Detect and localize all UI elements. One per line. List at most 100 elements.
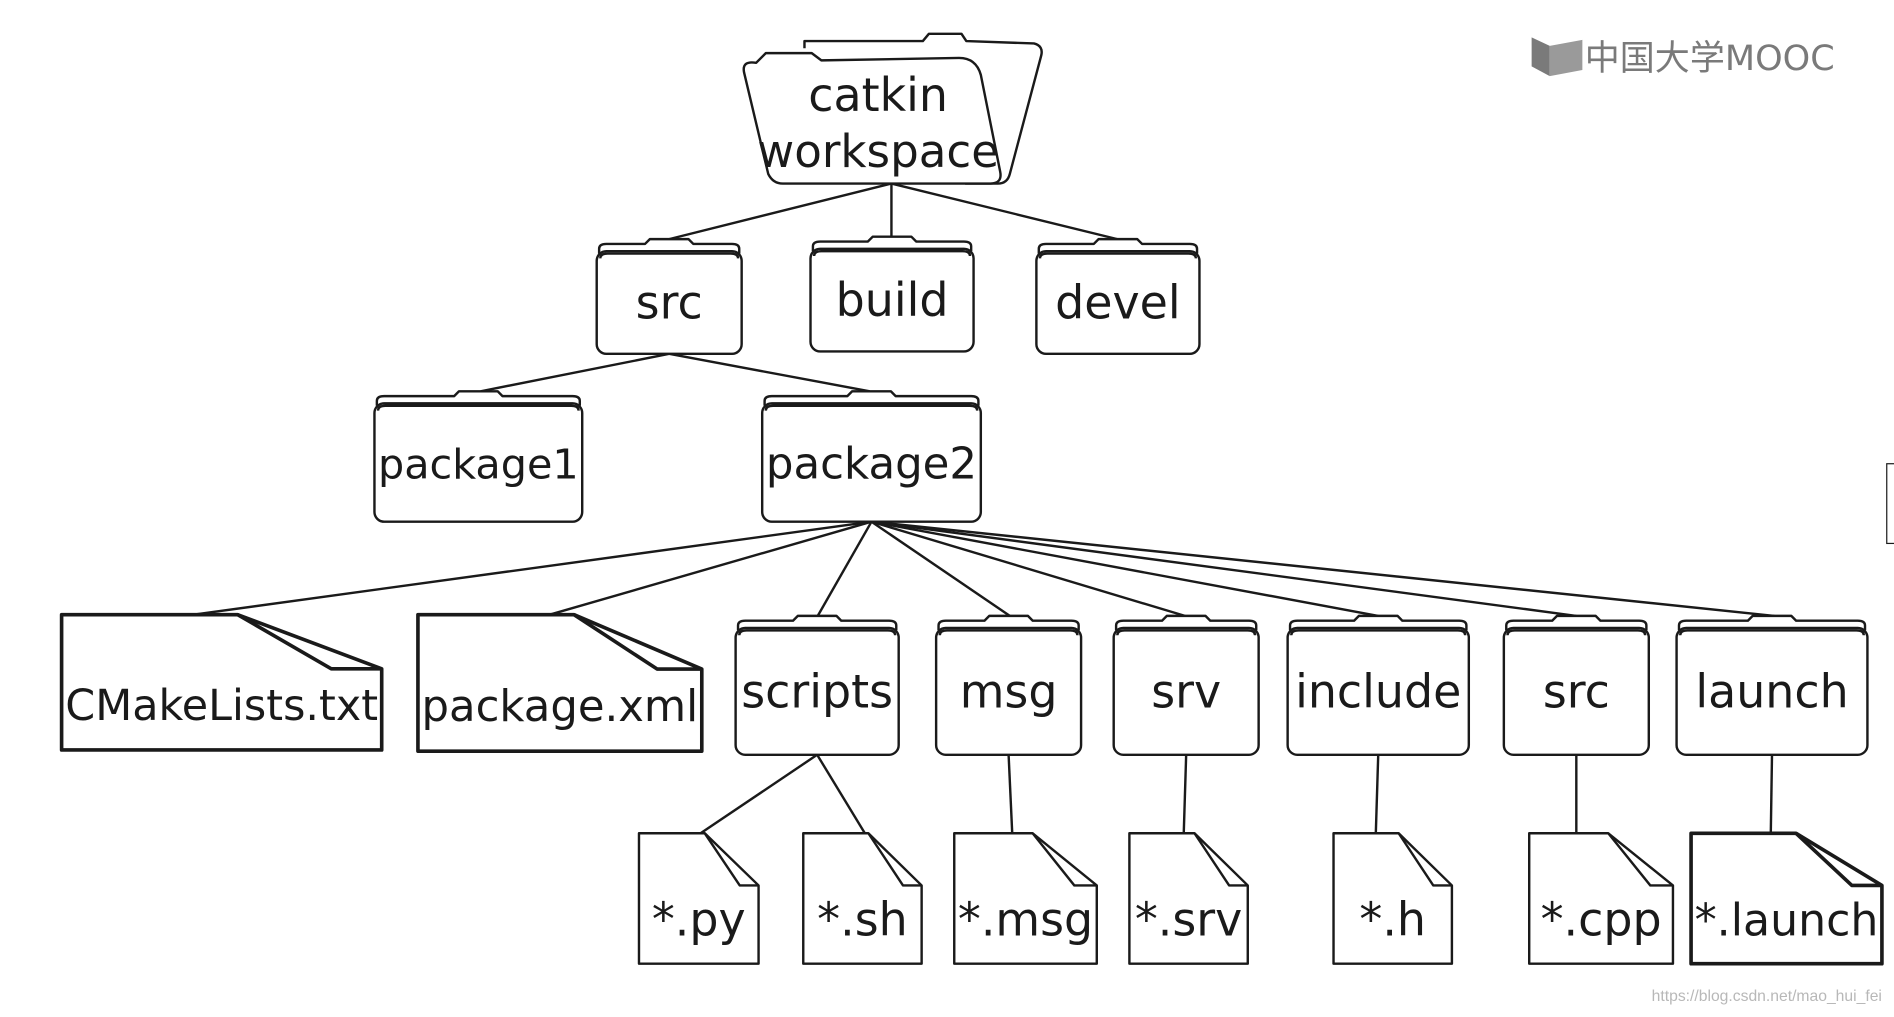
node-py: *.py: [637, 832, 760, 965]
sh-file-body: [802, 832, 923, 965]
scripts-folder-body: [734, 626, 900, 756]
srv-folder-lip: [1116, 629, 1257, 636]
py-label: *.py: [652, 892, 746, 946]
node-hfile: *.h: [1332, 832, 1454, 965]
include-folder-lip: [1290, 629, 1467, 636]
node-srv: srv: [1112, 614, 1260, 756]
build-label: build: [836, 273, 949, 327]
src2-folder-lip: [1506, 629, 1647, 636]
hfile-label: *.h: [1359, 892, 1426, 946]
launch-folder-body: [1675, 626, 1869, 756]
launch-folder-lip: [1678, 629, 1866, 636]
edge-package2-packagexml: [549, 520, 872, 616]
srv-label: srv: [1151, 664, 1221, 718]
scripts-folder-lip: [738, 629, 897, 636]
srvfile-file-body: [1128, 832, 1249, 965]
node-scripts: scripts: [734, 614, 900, 756]
edge-launch-launchfile: [1769, 754, 1774, 834]
packagexml-file-corner: [573, 613, 702, 671]
cmakelists-label: CMakeLists.txt: [65, 681, 378, 731]
node-launchfile: *.launch: [1689, 831, 1884, 966]
devel-label: devel: [1055, 276, 1180, 330]
package2-label: package2: [766, 440, 977, 490]
node-launch: launch: [1675, 614, 1869, 756]
msgfile-label: *.msg: [958, 892, 1093, 946]
packagexml-label: package.xml: [422, 682, 699, 732]
node-sh: *.sh: [802, 832, 923, 965]
cppfile-file-body: [1528, 832, 1675, 965]
node-package2: package2: [760, 390, 983, 523]
workspace-label-line2: workspace: [757, 125, 999, 178]
workspace-label-line1: catkin: [808, 68, 948, 122]
devel-folder-body: [1035, 249, 1201, 356]
sh-file-corner: [867, 832, 922, 887]
build-folder-lip: [812, 249, 972, 257]
cmakelists-file-corner: [236, 613, 382, 671]
mooc-logo-text: 中国大学MOOC: [1585, 38, 1835, 79]
cppfile-label: *.cpp: [1541, 892, 1662, 946]
node-package1: package1: [373, 390, 584, 523]
edge-package2-src2: [871, 520, 1577, 618]
package1-folder-body: [373, 402, 584, 523]
node-devel: devel: [1035, 237, 1201, 356]
node-srvfile: *.srv: [1128, 832, 1249, 965]
mooc-logo-icon-page: [1549, 39, 1583, 77]
src2-folder-body: [1502, 626, 1651, 756]
package2-folder-lip: [764, 404, 979, 411]
edge-package2-srv: [871, 520, 1186, 618]
launchfile-label: *.launch: [1695, 895, 1879, 946]
cmakelists-file-body: [59, 612, 384, 752]
msgfile-file-corner: [1031, 832, 1097, 887]
launchfile-file-corner: [1794, 831, 1882, 888]
node-msg: msg: [934, 614, 1083, 756]
include-label: include: [1295, 664, 1461, 718]
workspace-folder-front: [742, 51, 1002, 185]
node-cppfile: *.cpp: [1528, 832, 1675, 965]
edge-package2-launch: [871, 520, 1775, 618]
py-file-body: [637, 832, 760, 965]
node-include: include: [1286, 614, 1471, 756]
py-file-corner: [703, 832, 759, 887]
package1-folder-lip: [376, 404, 580, 411]
include-folder-body: [1286, 626, 1471, 756]
node-src2: src: [1502, 614, 1651, 756]
edges-layer: [193, 182, 1775, 835]
scripts-label: scripts: [741, 664, 893, 718]
edge-scripts-sh: [816, 754, 866, 834]
edge-scripts-py: [699, 753, 818, 835]
edge-srv-srvfile: [1182, 754, 1188, 834]
package2-folder-body: [760, 402, 983, 523]
edge-package2-msg: [870, 520, 1011, 617]
edge-src-package1: [480, 352, 670, 393]
node-msgfile: *.msg: [953, 832, 1098, 965]
build-folder-body: [809, 247, 975, 353]
edge-msg-msgfile: [1007, 754, 1014, 834]
node-cmakelists: CMakeLists.txt: [59, 612, 384, 752]
edge-package2-scripts: [816, 521, 873, 617]
mooc-logo-icon: [1531, 37, 1550, 77]
right-edge-fragment: [1886, 463, 1894, 545]
hfile-file-corner: [1397, 832, 1452, 887]
launchfile-file-body: [1689, 831, 1884, 966]
edge-package2-include: [871, 520, 1379, 618]
edge-workspace-src: [668, 182, 892, 241]
devel-folder-lip: [1038, 252, 1198, 259]
package1-label: package1: [378, 441, 579, 489]
edge-src-package2: [668, 352, 870, 393]
packagexml-file-body: [416, 612, 704, 753]
msg-label: msg: [960, 664, 1058, 718]
hfile-file-body: [1332, 832, 1454, 965]
srvfile-file-corner: [1193, 832, 1248, 887]
node-src: src: [595, 237, 743, 356]
node-packagexml: package.xml: [416, 612, 704, 753]
edge-workspace-devel: [891, 182, 1118, 241]
cppfile-file-corner: [1607, 832, 1673, 887]
watermark-text: https://blog.csdn.net/mao_hui_fei: [1652, 988, 1882, 1005]
node-build: build: [809, 235, 975, 353]
srvfile-label: *.srv: [1135, 892, 1242, 946]
sh-label: *.sh: [817, 892, 908, 946]
